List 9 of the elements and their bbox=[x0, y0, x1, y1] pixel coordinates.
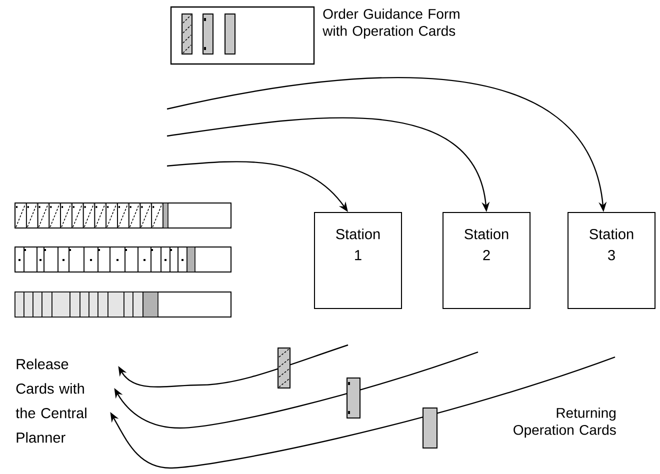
station-box: Station 1 bbox=[314, 212, 402, 309]
returning-label: Returning Operation Cards bbox=[514, 408, 616, 438]
arrow bbox=[118, 344, 348, 388]
form-title: Order Guidance Form with Operation Cards bbox=[322, 8, 460, 39]
station-box: Station 2 bbox=[442, 212, 530, 309]
station-box: Station 3 bbox=[568, 212, 656, 309]
arrow bbox=[110, 356, 616, 469]
arrow bbox=[114, 351, 478, 429]
release-text: Release Cards with the Central Planner bbox=[16, 358, 86, 443]
